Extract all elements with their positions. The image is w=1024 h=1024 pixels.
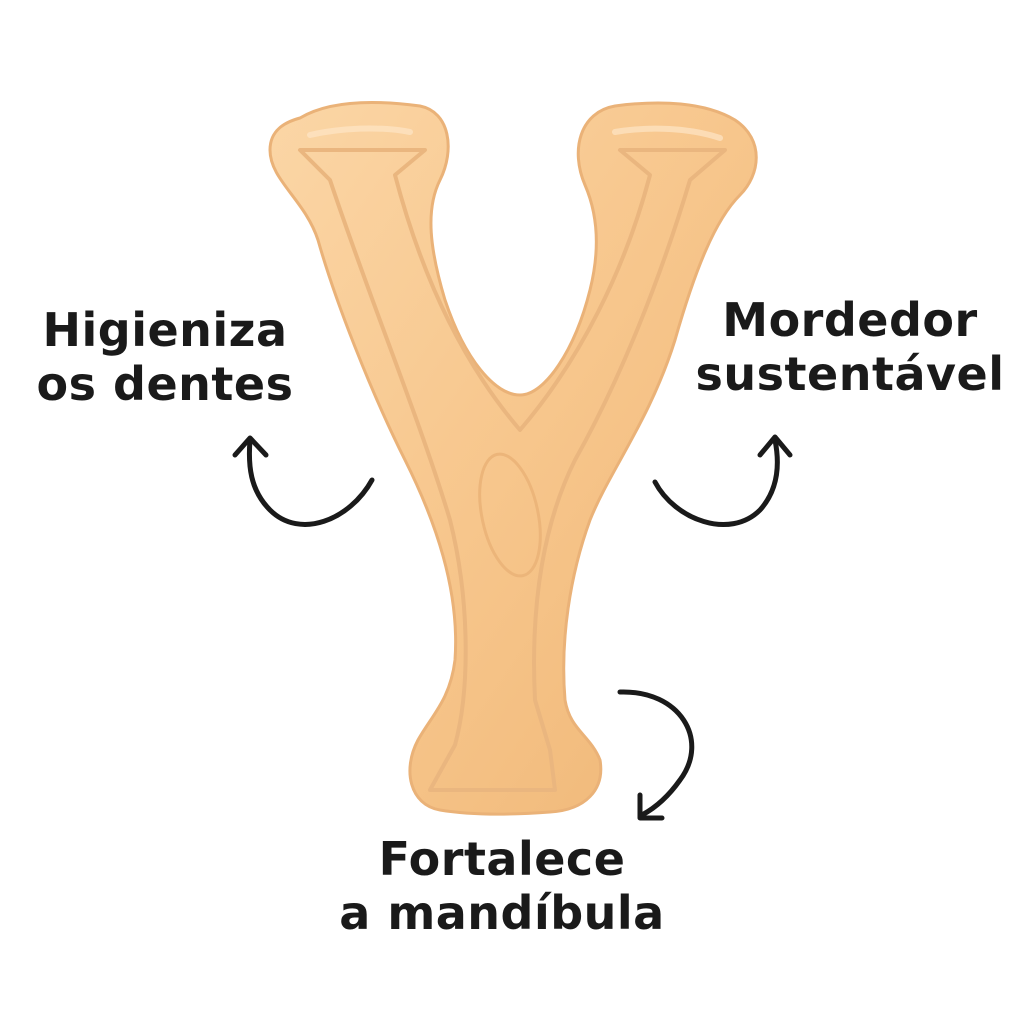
feature-label-sustainable: Mordedor sustentável [690,293,1010,402]
feature-label-jaw-line1: Fortalece [378,832,626,886]
feature-label-sustainable-line1: Mordedor [722,293,978,347]
feature-label-jaw: Fortalece a mandíbula [322,832,682,941]
toy-inner-ridge [298,148,727,792]
toy-highlight-right [612,125,723,141]
feature-label-jaw-line2: a mandíbula [339,886,665,941]
feature-label-teeth-line2: os dentes [36,357,294,412]
feature-label-sustainable-line2: sustentável [695,347,1005,402]
toy-logo-oval [478,452,542,578]
feature-label-teeth: Higieniza os dentes [20,303,310,412]
feature-label-teeth-line1: Higieniza [42,303,288,357]
toy-highlight [307,125,413,138]
